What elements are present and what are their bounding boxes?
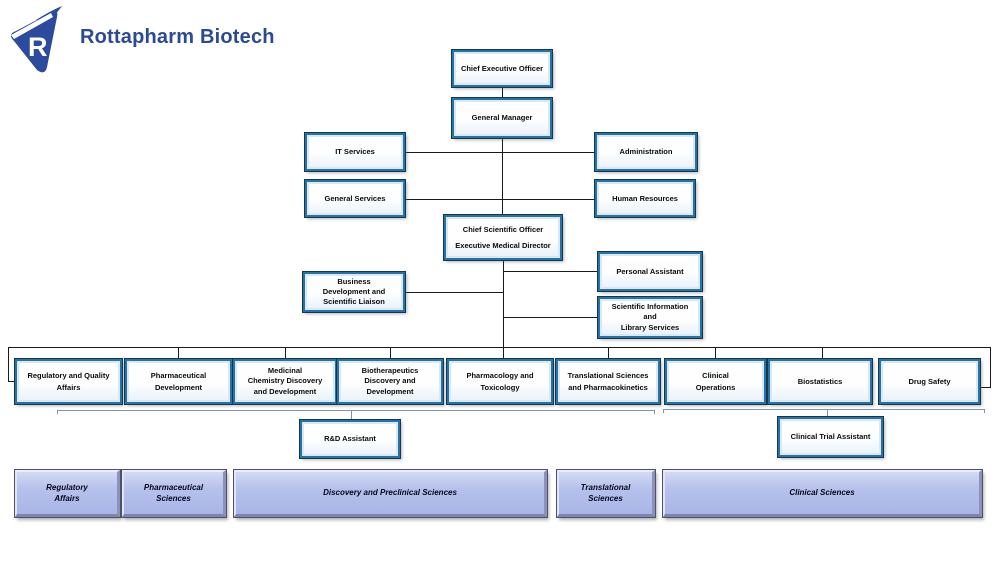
connector-tick-medchem <box>285 347 286 359</box>
bracket-rd-right-tick <box>654 410 655 414</box>
connector-left-elbow <box>8 381 16 382</box>
connector-scientific-information <box>504 317 598 318</box>
bracket-rd-left-tick <box>57 410 58 414</box>
box-translational-sciences: Translational Sciences and Pharmacokinet… <box>555 358 661 405</box>
box-general-services: General Services <box>304 179 406 218</box>
box-scientific-information: Scientific Information and Library Servi… <box>597 296 703 339</box>
box-human-resources: Human Resources <box>594 179 696 218</box>
connector-tick-clinops <box>715 347 716 359</box>
connector-tick-biother <box>390 347 391 359</box>
box-pharmaceutical-development: Pharmaceutical Development <box>124 358 233 405</box>
box-it-services: IT Services <box>304 132 406 172</box>
rottapharm-logo-icon: R <box>6 4 68 81</box>
group-discovery-preclinical-sciences: Discovery and Preclinical Sciences <box>233 469 548 518</box>
connector-it-admin <box>405 152 595 153</box>
box-rd-assistant: R&D Assistant <box>299 419 401 459</box>
bracket-rd <box>57 410 655 411</box>
bracket-cta-center-tick <box>827 409 828 417</box>
group-clinical-sciences: Clinical Sciences <box>662 469 983 518</box>
box-biotherapeutics: Biotherapeutics Discovery and Developmen… <box>336 358 444 405</box>
connector-right-elbow <box>981 387 991 388</box>
box-chief-executive-officer: Chief Executive Officer <box>451 49 553 88</box>
connector-left-drop <box>8 347 9 381</box>
bracket-cta-right-tick <box>984 409 985 413</box>
box-clinical-trial-assistant: Clinical Trial Assistant <box>777 416 884 458</box>
box-clinical-operations: Clinical Operations <box>664 358 767 405</box>
brand-title: Rottapharm Biotech <box>80 26 275 48</box>
box-chief-scientific-officer: Chief Scientific Officer Executive Medic… <box>443 214 563 261</box>
box-pharmacology-toxicology: Pharmacology and Toxicology <box>446 358 554 405</box>
connector-ceo-gm <box>502 87 503 98</box>
box-administration: Administration <box>594 132 698 172</box>
connector-personal-assistant <box>504 271 598 272</box>
connector-tick-pharmdev <box>178 347 179 359</box>
group-translational-sciences: Translational Sciences <box>556 469 656 518</box>
connector-department-bus <box>8 347 990 348</box>
connector-cso-bus <box>503 260 504 359</box>
box-personal-assistant: Personal Assistant <box>597 251 703 292</box>
connector-gs-hr <box>405 199 595 200</box>
connector-gm-cso <box>502 138 503 215</box>
connector-tick-biostat <box>822 347 823 359</box>
box-business-development: Business Development and Scientific Liai… <box>302 271 406 313</box>
box-general-manager: General Manager <box>451 97 553 139</box>
bracket-cta-left-tick <box>663 409 664 413</box>
bracket-cta <box>663 409 985 410</box>
box-biostatistics: Biostatistics <box>767 358 873 405</box>
group-regulatory-affairs: Regulatory Affairs <box>14 469 121 518</box>
connector-tick-transsci <box>608 347 609 359</box>
box-regulatory-quality-affairs: Regulatory and Quality Affairs <box>14 358 123 405</box>
box-medicinal-chemistry: Medicinal Chemistry Discovery and Develo… <box>232 358 338 405</box>
bracket-rd-center-tick <box>351 410 352 419</box>
box-drug-safety: Drug Safety <box>878 358 981 405</box>
connector-business-development <box>405 292 504 293</box>
connector-right-drop <box>990 347 991 387</box>
svg-text:R: R <box>28 32 48 62</box>
group-pharmaceutical-sciences: Pharmaceutical Sciences <box>121 469 227 518</box>
